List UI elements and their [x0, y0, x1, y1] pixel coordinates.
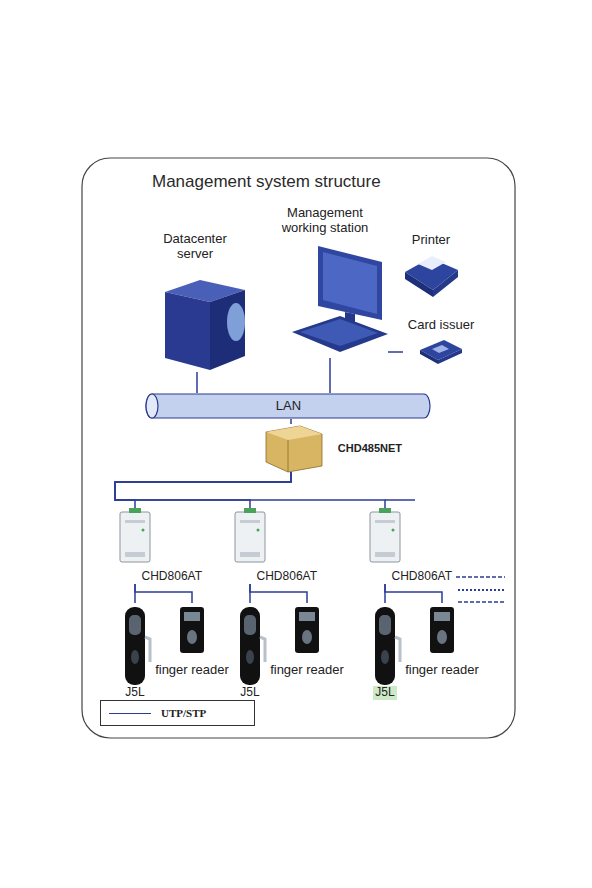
workstation-icon	[292, 246, 388, 352]
card-issuer-box: Card issuer	[403, 318, 479, 366]
network-cable	[290, 419, 292, 424]
network-cable	[135, 584, 192, 603]
node-label: finger reader	[405, 663, 479, 678]
lan-band: LAN	[145, 393, 432, 419]
lock-box: J5L	[233, 603, 267, 700]
node-label: J5L	[125, 686, 144, 700]
node-label: finger reader	[155, 663, 229, 678]
diagram-title: Management system structure	[152, 172, 381, 192]
controller-icon	[235, 508, 265, 562]
node-label: Management working station	[269, 206, 381, 236]
printer-box: Printer	[398, 233, 464, 298]
continuation-mark	[458, 601, 505, 603]
lock-icon	[375, 607, 400, 685]
continuation-mark	[456, 576, 505, 578]
node-label: J5L	[373, 686, 396, 700]
frame	[82, 158, 515, 738]
node-label: CHD806AT	[392, 570, 452, 584]
node-label: finger reader	[270, 663, 344, 678]
legend-box: UTP/STP	[100, 700, 255, 726]
controller-icon	[120, 508, 150, 562]
lock-icon	[125, 607, 150, 685]
network-cable	[115, 472, 385, 508]
controller-icon	[370, 508, 400, 562]
network-cable	[196, 372, 198, 393]
legend-line-sample	[109, 713, 151, 714]
node-label: CHD485NET	[338, 442, 402, 455]
server-icon	[165, 280, 245, 370]
reader-box: finger reader	[397, 603, 487, 678]
controller-box: CHD806AT	[118, 508, 202, 584]
printer-icon	[405, 256, 458, 297]
reader-icon	[295, 607, 319, 653]
network-cable	[115, 472, 291, 508]
lock-icon	[240, 607, 265, 685]
lock-box: J5L	[368, 603, 402, 700]
converter-box: CHD485NET	[262, 424, 402, 472]
node-label: CHD806AT	[257, 570, 317, 584]
lock-box: J5L	[118, 603, 152, 700]
network-cable	[115, 472, 291, 508]
network-cable	[250, 584, 307, 603]
reader-box: finger reader	[147, 603, 237, 678]
bus-line	[385, 499, 415, 501]
server-box: Datacenter server	[148, 232, 242, 372]
reader-icon	[430, 607, 454, 653]
reader-box: finger reader	[262, 603, 352, 678]
card-issuer-icon	[420, 340, 462, 364]
node-label: LAN	[276, 399, 301, 414]
node-label: J5L	[240, 686, 259, 700]
node-label: Datacenter server	[148, 232, 242, 262]
continuation-mark	[458, 589, 505, 591]
legend-label: UTP/STP	[161, 707, 206, 719]
node-label: Printer	[412, 233, 450, 248]
controller-box: CHD806AT	[233, 508, 317, 584]
network-cable	[329, 358, 331, 393]
network-cable	[388, 351, 403, 353]
node-label: Card issuer	[408, 318, 474, 333]
network-cable	[385, 584, 442, 603]
lan-cylinder	[146, 394, 430, 418]
reader-icon	[180, 607, 204, 653]
controller-box: CHD806AT	[368, 508, 452, 584]
workstation-box: Management working station	[262, 206, 388, 358]
converter-icon	[266, 426, 322, 472]
node-label: CHD806AT	[142, 570, 202, 584]
